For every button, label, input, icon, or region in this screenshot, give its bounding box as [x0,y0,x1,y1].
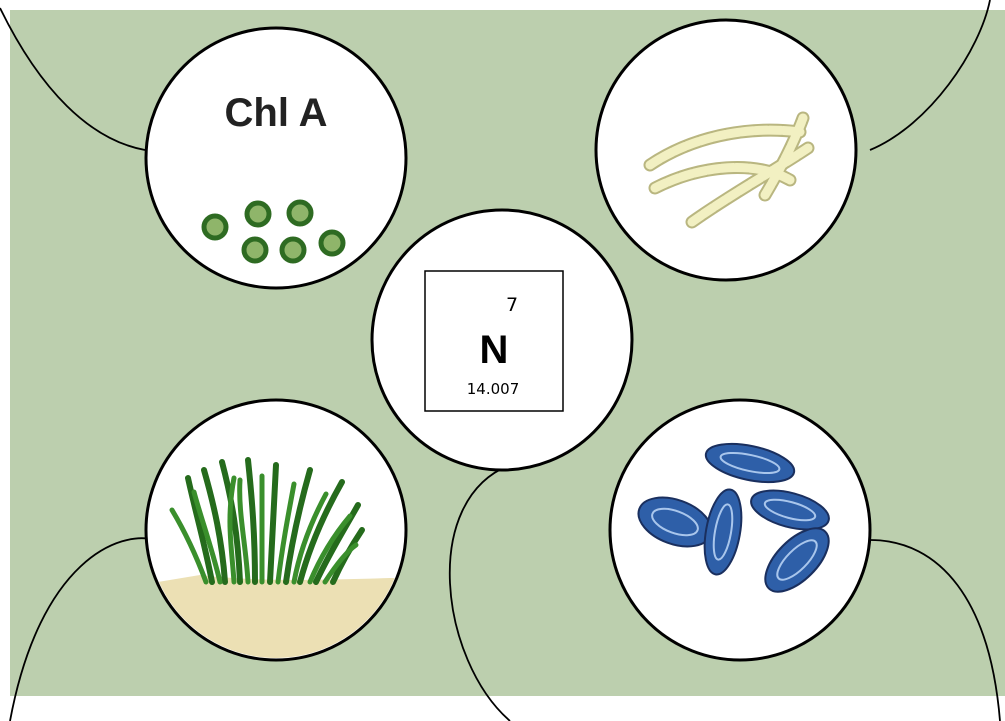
phytoplankton-cells-icon [201,199,346,264]
connector-arc-bottom-right [869,539,1001,721]
connector-arc-top-left [0,7,146,151]
element-tile [424,270,564,412]
connector-arc-bottom-left [9,537,156,721]
filaments-circle [594,18,858,282]
connector-arc-top-right [869,0,991,151]
atomic-number: 7 [506,294,518,316]
seagrass-icon [169,457,365,585]
chlorophyll-label: Chl A [225,91,328,135]
connector-arc-center [448,464,511,721]
element-symbol: N [480,328,509,372]
chlorophyll-circle: Chl A [144,26,408,290]
nitrogen-circle: 7 N 14.007 [370,208,634,472]
mussels-icon [637,442,830,593]
cyanobacteria-filaments-icon [643,111,815,229]
mussels-circle [608,398,872,662]
atomic-mass: 14.007 [467,380,520,398]
